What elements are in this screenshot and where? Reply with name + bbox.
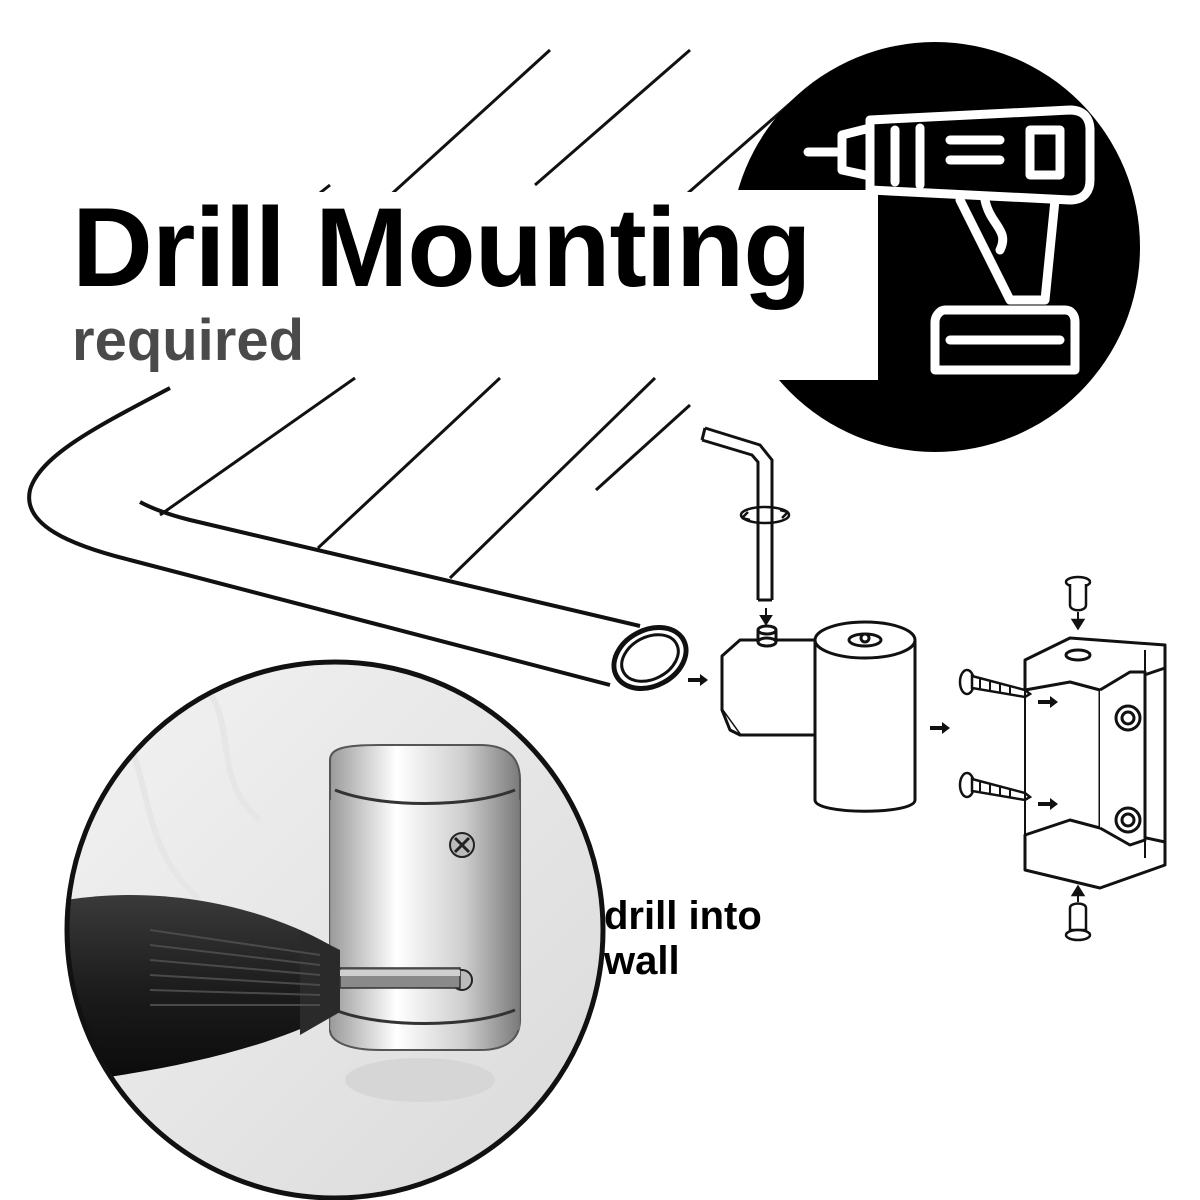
cap-screw-bottom xyxy=(1064,884,1092,942)
photo-caption: drill into wall xyxy=(604,894,762,983)
cordless-drill-icon xyxy=(803,105,1095,375)
towel-bar-tube xyxy=(27,386,689,691)
cap-screw-top xyxy=(1064,575,1092,631)
arrows-small xyxy=(688,674,1058,810)
bracket-body xyxy=(720,620,917,813)
power-drill xyxy=(67,894,461,1085)
wall-plate xyxy=(1023,636,1167,890)
page-title: Drill Mounting xyxy=(68,192,817,304)
rail-lines xyxy=(159,48,801,580)
rotate-arrow-icon xyxy=(739,505,791,525)
down-arrow xyxy=(759,608,773,626)
installation-photo xyxy=(64,659,606,1200)
page-subtitle: required xyxy=(70,312,311,374)
allen-key-icon xyxy=(700,426,774,602)
screw-top xyxy=(958,668,1033,699)
chrome-bracket xyxy=(329,744,521,1102)
screw-bottom xyxy=(958,771,1033,802)
